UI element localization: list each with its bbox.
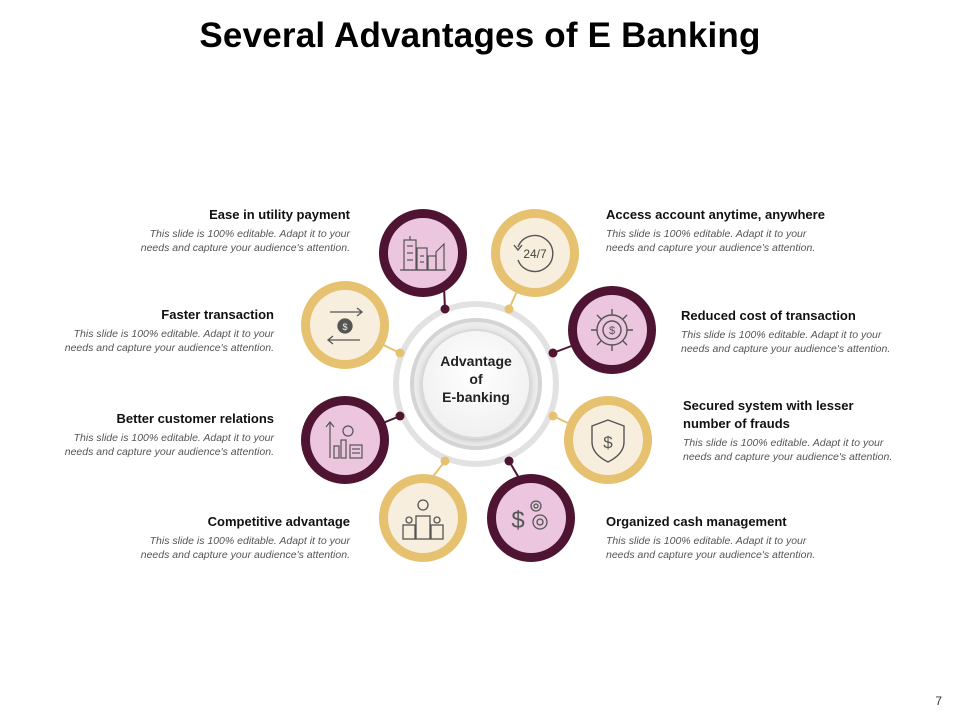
svg-text:24/7: 24/7 bbox=[523, 247, 547, 261]
item-description: This slide is 100% editable. Adapt it to… bbox=[606, 227, 906, 255]
svg-text:$: $ bbox=[342, 322, 347, 332]
city-buildings-icon bbox=[400, 236, 446, 271]
item-heading: Reduced cost of transaction bbox=[681, 308, 856, 323]
desc-line: needs and capture your audience's attent… bbox=[140, 549, 350, 561]
gear-dollar-icon: $ bbox=[591, 309, 633, 351]
growth-chart-icon bbox=[325, 421, 363, 459]
desc-line: needs and capture your audience's attent… bbox=[606, 549, 816, 561]
item-heading: Better customer relations bbox=[116, 411, 275, 426]
item-description: This slide is 100% editable. Adapt it to… bbox=[60, 534, 350, 562]
desc-line: This slide is 100% editable. Adapt it to… bbox=[683, 437, 884, 449]
desc-line: needs and capture your audience's attent… bbox=[64, 446, 274, 458]
item-utility-payment: Ease in utility payment This slide is 10… bbox=[60, 206, 350, 255]
item-access-anytime: Access account anytime, anywhere This sl… bbox=[606, 206, 906, 255]
badge-customer-relations bbox=[301, 396, 389, 484]
desc-line: needs and capture your audience's attent… bbox=[683, 451, 893, 463]
item-cash-management: Organized cash management This slide is … bbox=[606, 513, 906, 562]
item-description: This slide is 100% editable. Adapt it to… bbox=[0, 327, 274, 355]
item-description: This slide is 100% editable. Adapt it to… bbox=[683, 436, 953, 464]
desc-line: This slide is 100% editable. Adapt it to… bbox=[681, 329, 882, 341]
heading-line: number of frauds bbox=[683, 416, 790, 431]
desc-line: This slide is 100% editable. Adapt it to… bbox=[73, 328, 274, 340]
item-description: This slide is 100% editable. Adapt it to… bbox=[681, 328, 951, 356]
item-heading: Faster transaction bbox=[161, 307, 274, 322]
badge-access-anytime: 24/7 bbox=[491, 209, 579, 297]
clock-24-7-icon: 24/7 bbox=[513, 234, 554, 273]
desc-line: This slide is 100% editable. Adapt it to… bbox=[73, 432, 274, 444]
badge-cash-management: $ bbox=[487, 474, 575, 562]
desc-line: This slide is 100% editable. Adapt it to… bbox=[149, 535, 350, 547]
svg-text:$: $ bbox=[511, 507, 524, 534]
item-heading: Organized cash management bbox=[606, 514, 787, 529]
center-label: Advantage of E-banking bbox=[420, 352, 532, 406]
podium-icon bbox=[402, 499, 444, 540]
desc-line: This slide is 100% editable. Adapt it to… bbox=[606, 228, 807, 240]
outer-ring bbox=[393, 301, 559, 467]
item-customer-relations: Better customer relations This slide is … bbox=[0, 410, 274, 459]
desc-line: needs and capture your audience's attent… bbox=[681, 343, 891, 355]
page-number: 7 bbox=[935, 694, 942, 708]
center-label-line3: E-banking bbox=[442, 389, 510, 405]
desc-line: needs and capture your audience's attent… bbox=[140, 242, 350, 254]
slide-title: Several Advantages of E Banking bbox=[199, 16, 761, 55]
desc-line: This slide is 100% editable. Adapt it to… bbox=[606, 535, 807, 547]
svg-text:$: $ bbox=[603, 433, 613, 452]
desc-line: needs and capture your audience's attent… bbox=[606, 242, 816, 254]
desc-line: needs and capture your audience's attent… bbox=[64, 342, 274, 354]
center-label-line2: of bbox=[469, 371, 483, 387]
heading-line: Secured system with lesser bbox=[683, 398, 854, 413]
item-competitive-advantage: Competitive advantage This slide is 100%… bbox=[60, 513, 350, 562]
item-description: This slide is 100% editable. Adapt it to… bbox=[60, 227, 350, 255]
badge-reduced-cost: $ bbox=[568, 286, 656, 374]
badge-faster-transaction: $ bbox=[301, 281, 389, 369]
svg-text:$: $ bbox=[609, 325, 615, 337]
shield-dollar-icon: $ bbox=[591, 419, 625, 463]
badge-secured-system: $ bbox=[564, 396, 652, 484]
desc-line: This slide is 100% editable. Adapt it to… bbox=[149, 228, 350, 240]
dollar-gears-icon: $ bbox=[511, 500, 548, 534]
center-disk bbox=[421, 329, 531, 439]
badge-competitive-advantage bbox=[379, 474, 467, 562]
item-description: This slide is 100% editable. Adapt it to… bbox=[0, 431, 274, 459]
center-label-line1: Advantage bbox=[440, 353, 512, 369]
item-secured-system: Secured system with lesser number of fra… bbox=[683, 397, 953, 464]
item-heading: Access account anytime, anywhere bbox=[606, 207, 825, 222]
item-faster-transaction: Faster transaction This slide is 100% ed… bbox=[0, 306, 274, 355]
item-heading: Ease in utility payment bbox=[209, 207, 350, 222]
badge-utility-payment bbox=[379, 209, 467, 297]
connectors bbox=[374, 286, 575, 480]
item-description: This slide is 100% editable. Adapt it to… bbox=[606, 534, 906, 562]
item-heading: Competitive advantage bbox=[207, 514, 350, 529]
money-transfer-icon: $ bbox=[326, 307, 364, 345]
item-reduced-cost: Reduced cost of transaction This slide i… bbox=[681, 307, 951, 356]
item-heading: Secured system with lesser number of fra… bbox=[683, 397, 953, 433]
